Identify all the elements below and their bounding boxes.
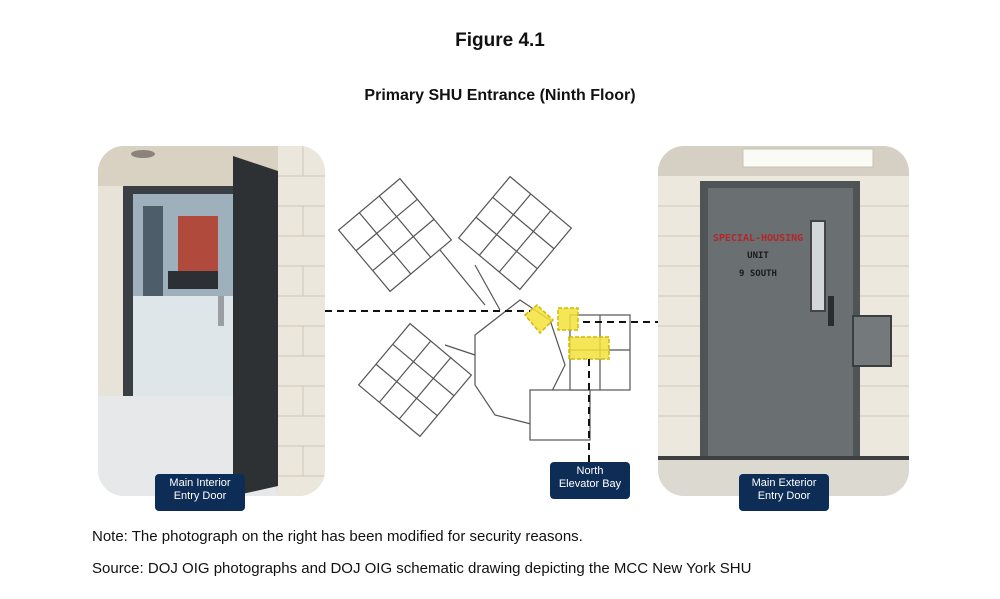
label-right-line2: Entry Door bbox=[757, 490, 811, 502]
door-sign-line3: 9 SOUTH bbox=[739, 269, 777, 279]
figure-title: Figure 4.1 bbox=[455, 30, 545, 51]
label-center-line1: North bbox=[576, 465, 604, 477]
highlight-exterior-door bbox=[523, 303, 555, 335]
main-interior-entry-door-label: Main Interior Entry Door bbox=[155, 474, 245, 511]
highlight-elevator-bay bbox=[568, 336, 610, 360]
upper-right-wing bbox=[457, 175, 573, 291]
north-elevator-bay-label: North Elevator Bay bbox=[550, 462, 630, 499]
label-left-line1: Main Interior bbox=[169, 477, 231, 489]
label-center-line2: Elevator Bay bbox=[558, 478, 622, 490]
label-left-line2: Entry Door bbox=[173, 490, 227, 502]
interior-door-photo bbox=[98, 146, 325, 496]
main-exterior-entry-door-label: Main Exterior Entry Door bbox=[739, 474, 829, 511]
floor-plan-schematic bbox=[325, 175, 660, 462]
exterior-door-illustration: SPECIAL-HOUSING UNIT 9 SOUTH bbox=[658, 146, 909, 496]
exterior-door-photo: SPECIAL-HOUSING UNIT 9 SOUTH bbox=[658, 146, 909, 496]
lower-right-block bbox=[529, 389, 591, 441]
highlight-interior-door bbox=[557, 307, 579, 331]
note-text: Note: The photograph on the right has be… bbox=[92, 528, 583, 545]
lower-left-wing bbox=[357, 322, 473, 438]
door-sign-line1: SPECIAL-HOUSING bbox=[713, 233, 803, 244]
source-text: Source: DOJ OIG photographs and DOJ OIG … bbox=[92, 560, 752, 577]
door-sign-line2: UNIT bbox=[747, 251, 769, 261]
label-right-line1: Main Exterior bbox=[751, 477, 817, 489]
figure-subtitle: Primary SHU Entrance (Ninth Floor) bbox=[364, 87, 636, 104]
interior-door-illustration bbox=[98, 146, 325, 496]
upper-left-wing bbox=[337, 177, 453, 293]
